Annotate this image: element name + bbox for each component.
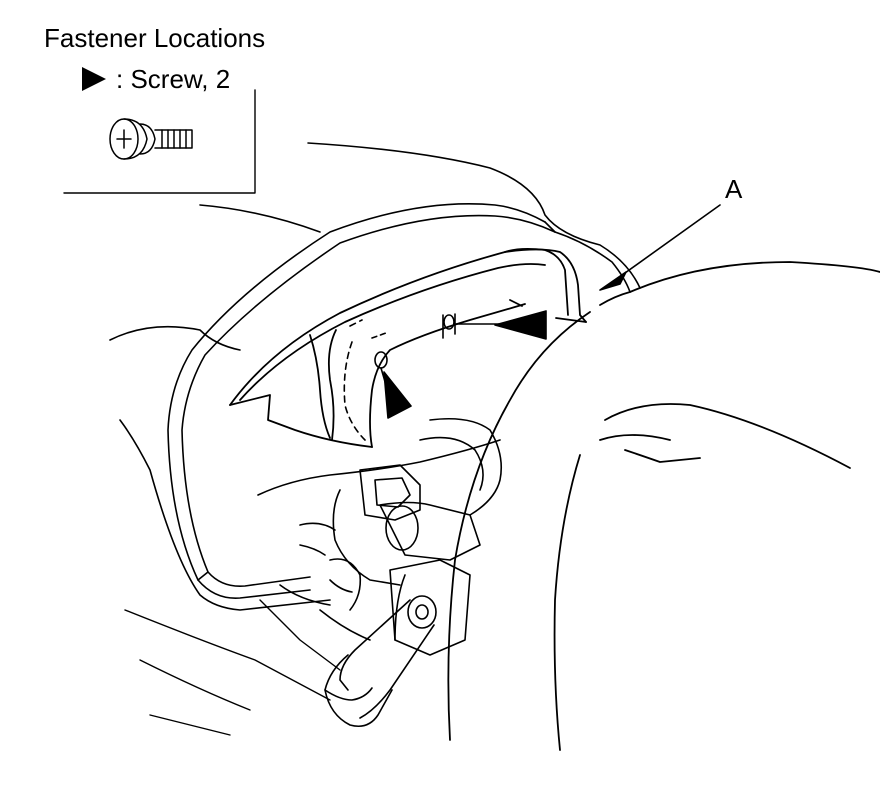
cluster-hood — [167, 203, 631, 599]
legend-box-frame — [63, 89, 256, 194]
steering-wheel — [447, 261, 880, 751]
callout-label-a: A — [725, 174, 743, 204]
switch-lever — [324, 595, 437, 728]
legend-title: Fastener Locations — [44, 23, 266, 53]
lower-panel-lines — [124, 599, 341, 736]
screw-holes — [343, 313, 456, 441]
legend-item-screw: : Screw, 2 — [82, 63, 230, 95]
legend-item-label: : Screw, 2 — [116, 64, 231, 94]
fastener-arrows — [380, 310, 547, 419]
cluster-cover-a — [229, 247, 587, 448]
screw-icon — [109, 118, 193, 160]
callout-a-leader — [599, 204, 721, 291]
dashboard-outline — [109, 142, 641, 611]
filled-arrowhead-icon — [82, 67, 106, 91]
steering-column — [257, 417, 503, 656]
